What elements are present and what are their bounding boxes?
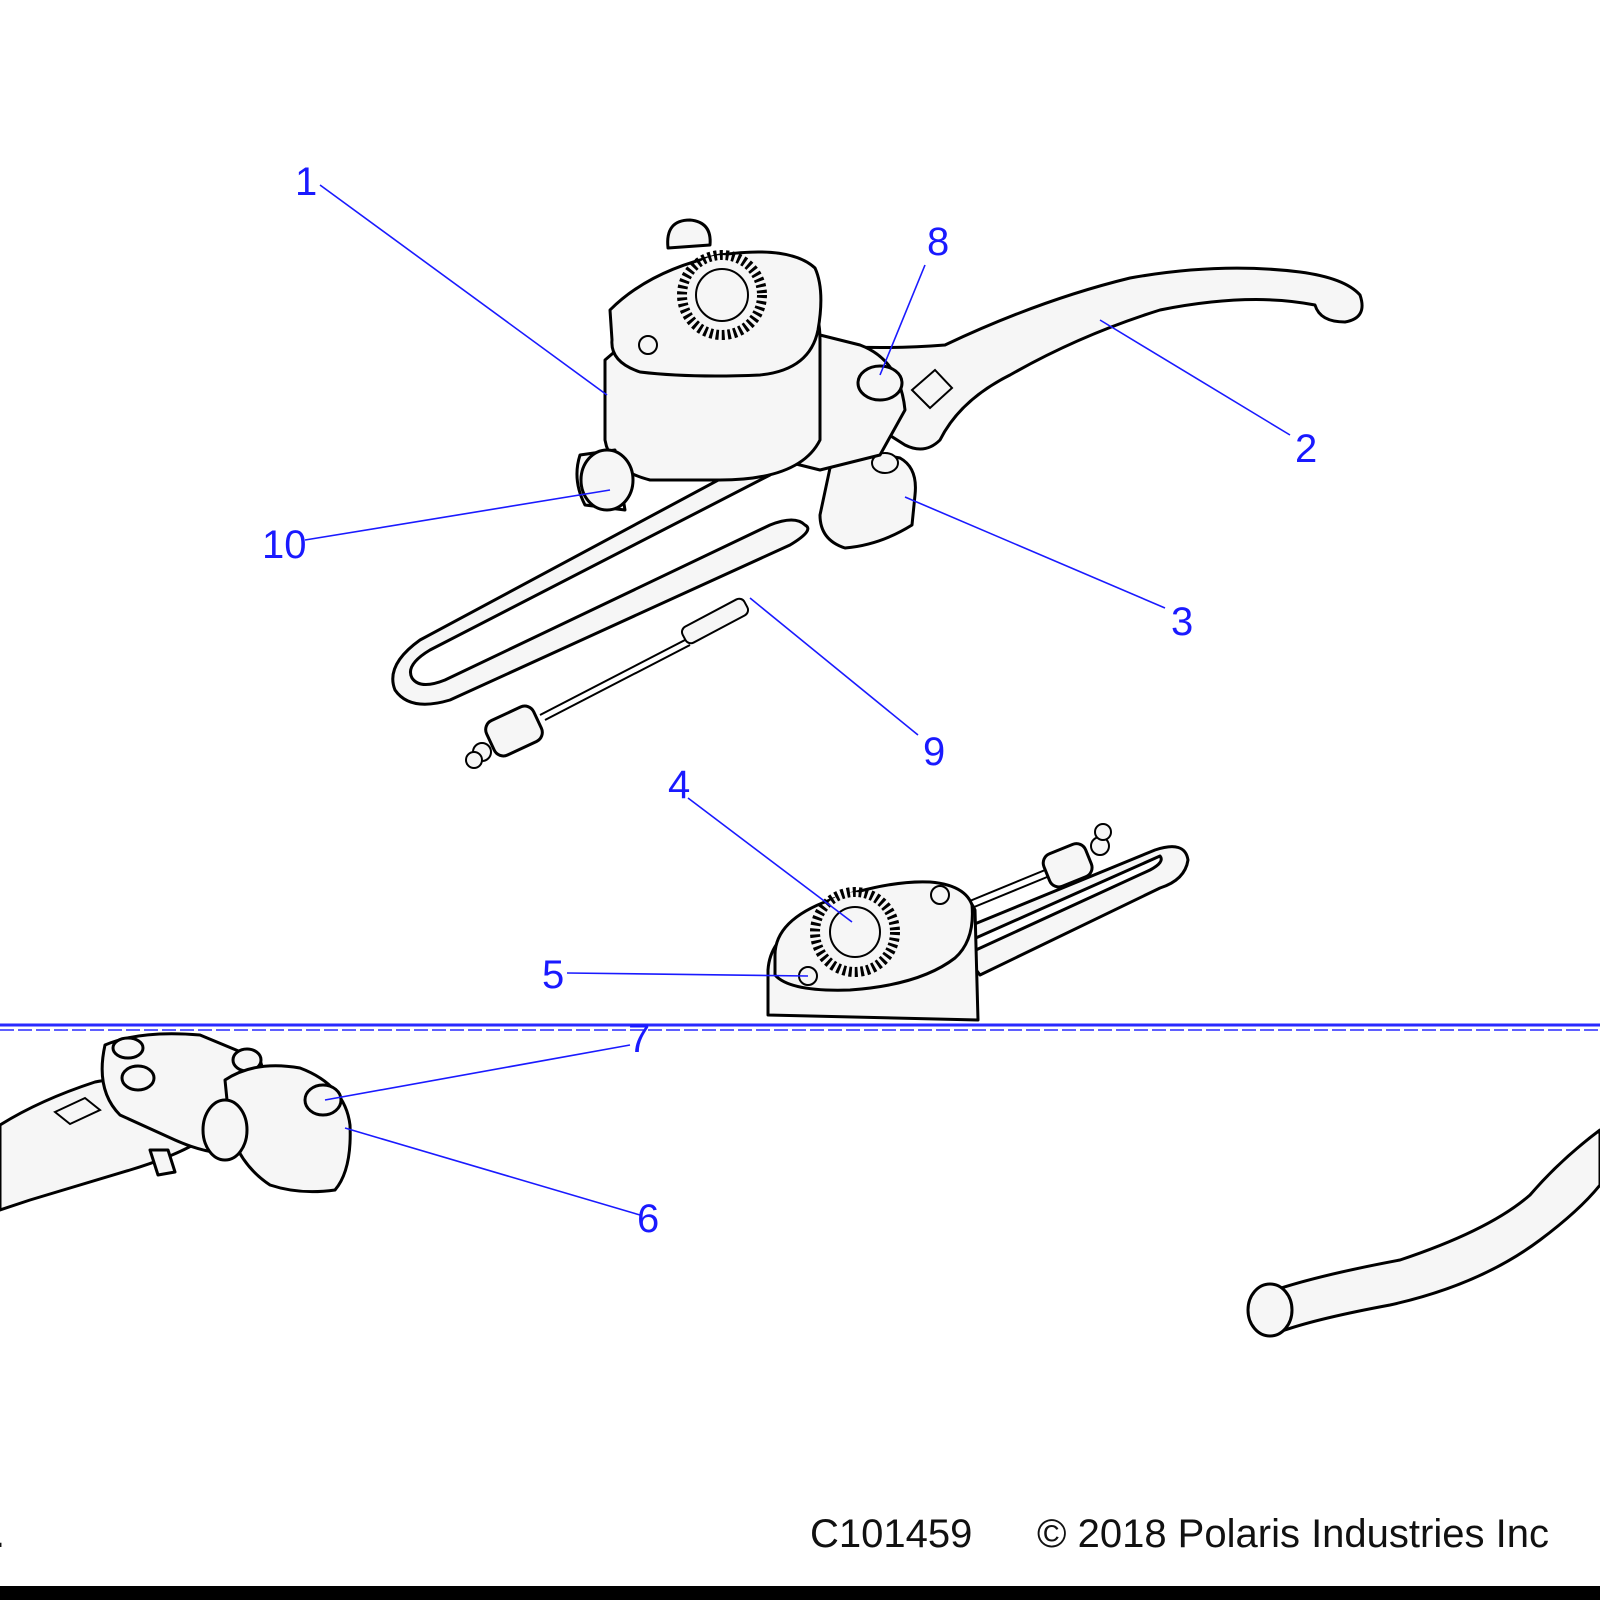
- callout-7: 7: [628, 1017, 650, 1061]
- master-cylinder-body: [575, 218, 823, 512]
- reservoir-plug: [575, 448, 635, 512]
- brake-lever: [818, 266, 1364, 451]
- brake-line: [391, 453, 810, 769]
- brake-switch-connector: [465, 704, 544, 769]
- callout-5: 5: [542, 953, 564, 997]
- bottom-master-cylinder-assembly: [0, 823, 1600, 1338]
- lower-lever-tip: [1246, 1128, 1600, 1338]
- callout-2: 2: [1295, 427, 1317, 471]
- callout-9: 9: [923, 730, 945, 774]
- callout-labels: 1 2 3 4 5 6 7 8 9 10: [262, 160, 1317, 1241]
- leader-lines: [304, 184, 1291, 1216]
- callout-1: 1: [295, 160, 317, 204]
- drawing-number: C101459: [810, 1512, 973, 1556]
- callout-3: 3: [1171, 600, 1193, 644]
- master-cylinder-lower: [766, 880, 980, 1022]
- callout-6: 6: [637, 1197, 659, 1241]
- callout-10: 10: [262, 523, 307, 567]
- brake-line-lower: [958, 823, 1190, 977]
- callout-8: 8: [927, 220, 949, 264]
- copyright-notice: © 2018 Polaris Industries Inc: [1037, 1512, 1549, 1556]
- bottom-border-bar: [0, 1586, 1600, 1600]
- footer-left-fragment: c.: [0, 1512, 5, 1557]
- lower-lever-and-clamp: [0, 1032, 352, 1212]
- clamp-lower: [201, 1064, 352, 1194]
- callout-4: 4: [668, 763, 690, 807]
- top-master-cylinder-assembly: [391, 218, 1364, 769]
